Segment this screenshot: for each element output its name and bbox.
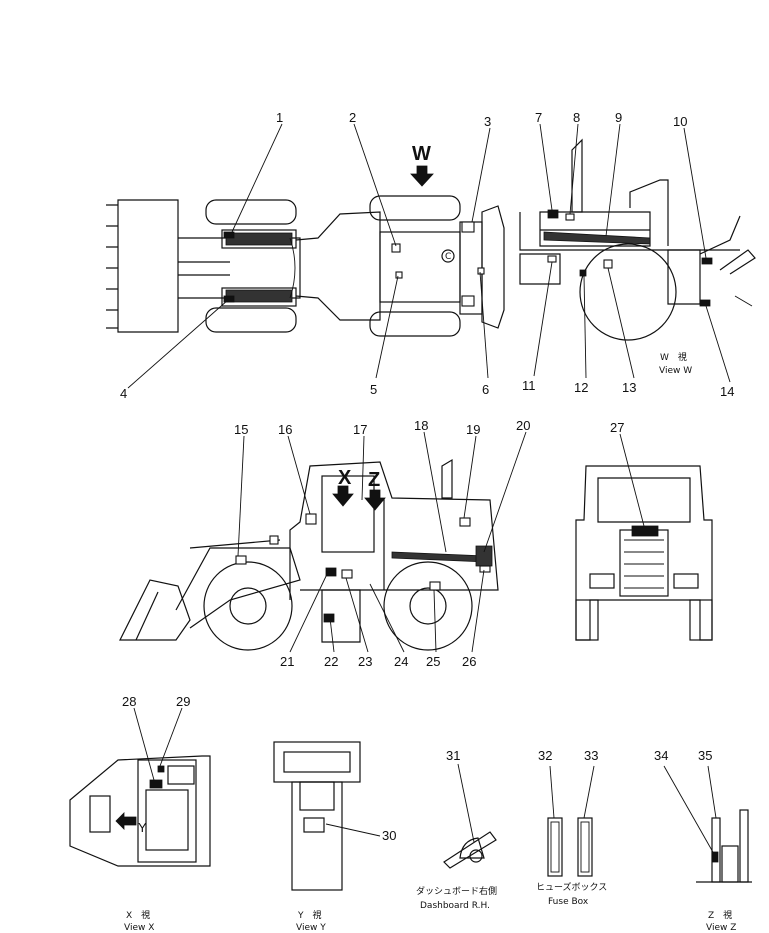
callout-33: 33 (584, 748, 598, 763)
callout-25: 25 (426, 654, 440, 669)
callout-32: 32 (538, 748, 552, 763)
view-z-caption: View Z (706, 923, 736, 933)
callout-24: 24 (394, 654, 408, 669)
callout-8: 8 (573, 110, 580, 125)
callout-35: 35 (698, 748, 712, 763)
fuse-caption-ja: ヒューズボックス (536, 881, 607, 893)
top-view-machine: C (106, 195, 505, 337)
callout-3: 3 (484, 114, 491, 129)
view-z-arrow: Z (364, 469, 386, 511)
callout-34: 34 (654, 748, 668, 763)
view-w-caption: View W (659, 366, 692, 376)
callout-14: 14 (720, 384, 734, 399)
view-x-caption-ja: X 視 (126, 909, 150, 921)
view-y-caption: View Y (296, 923, 326, 933)
callout-5: 5 (370, 382, 377, 397)
callout-16: 16 (278, 422, 292, 437)
callout-31: 31 (446, 748, 460, 763)
callout-19: 19 (466, 422, 480, 437)
view-z-detail (696, 809, 752, 883)
fuse-box-detail (547, 817, 593, 877)
view-w-caption-ja: W 視 (660, 351, 687, 363)
view-z-caption-ja: Z 視 (708, 909, 732, 921)
callout-27: 27 (610, 420, 624, 435)
callout-30: 30 (382, 828, 396, 843)
svg-text:Z: Z (368, 469, 380, 491)
view-y-detail (273, 741, 361, 891)
view-w-machine (519, 138, 756, 341)
fuse-caption: Fuse Box (548, 897, 589, 907)
dashboard-caption-ja: ダッシュボード右側 (416, 885, 497, 897)
callout-17: 17 (353, 422, 367, 437)
side-view-machine (119, 458, 499, 651)
callout-15: 15 (234, 422, 248, 437)
callout-7: 7 (535, 110, 542, 125)
callout-10: 10 (673, 114, 687, 129)
svg-text:C: C (445, 252, 451, 262)
callout-11: 11 (522, 378, 536, 393)
dashboard-caption: Dashboard R.H. (420, 901, 490, 911)
callout-26: 26 (462, 654, 476, 669)
callout-20: 20 (516, 418, 530, 433)
callout-18: 18 (414, 418, 428, 433)
front-view-machine (575, 465, 713, 641)
callout-22: 22 (324, 654, 338, 669)
callout-23: 23 (358, 654, 372, 669)
callout-numbers: 1 2 3 4 5 6 7 8 9 10 11 12 13 14 15 16 1… (120, 110, 734, 843)
svg-text:W: W (412, 143, 431, 165)
callout-6: 6 (482, 382, 489, 397)
leader-lines (127, 123, 731, 855)
dashboard-detail (443, 831, 497, 869)
view-y-caption-ja: Y 視 (297, 909, 322, 921)
svg-text:Y: Y (138, 820, 147, 835)
callout-9: 9 (615, 110, 622, 125)
callout-12: 12 (574, 380, 588, 395)
view-x-detail: Y (69, 755, 211, 867)
view-w-arrow: W (410, 143, 434, 187)
callout-29: 29 (176, 694, 190, 709)
callout-1: 1 (276, 110, 283, 125)
callout-2: 2 (349, 110, 356, 125)
callout-4: 4 (120, 386, 127, 401)
callout-21: 21 (280, 654, 294, 669)
callout-28: 28 (122, 694, 136, 709)
svg-text:X: X (338, 467, 352, 489)
callout-13: 13 (622, 380, 636, 395)
view-x-caption: View X (124, 923, 154, 933)
view-x-arrow: X (332, 467, 354, 507)
